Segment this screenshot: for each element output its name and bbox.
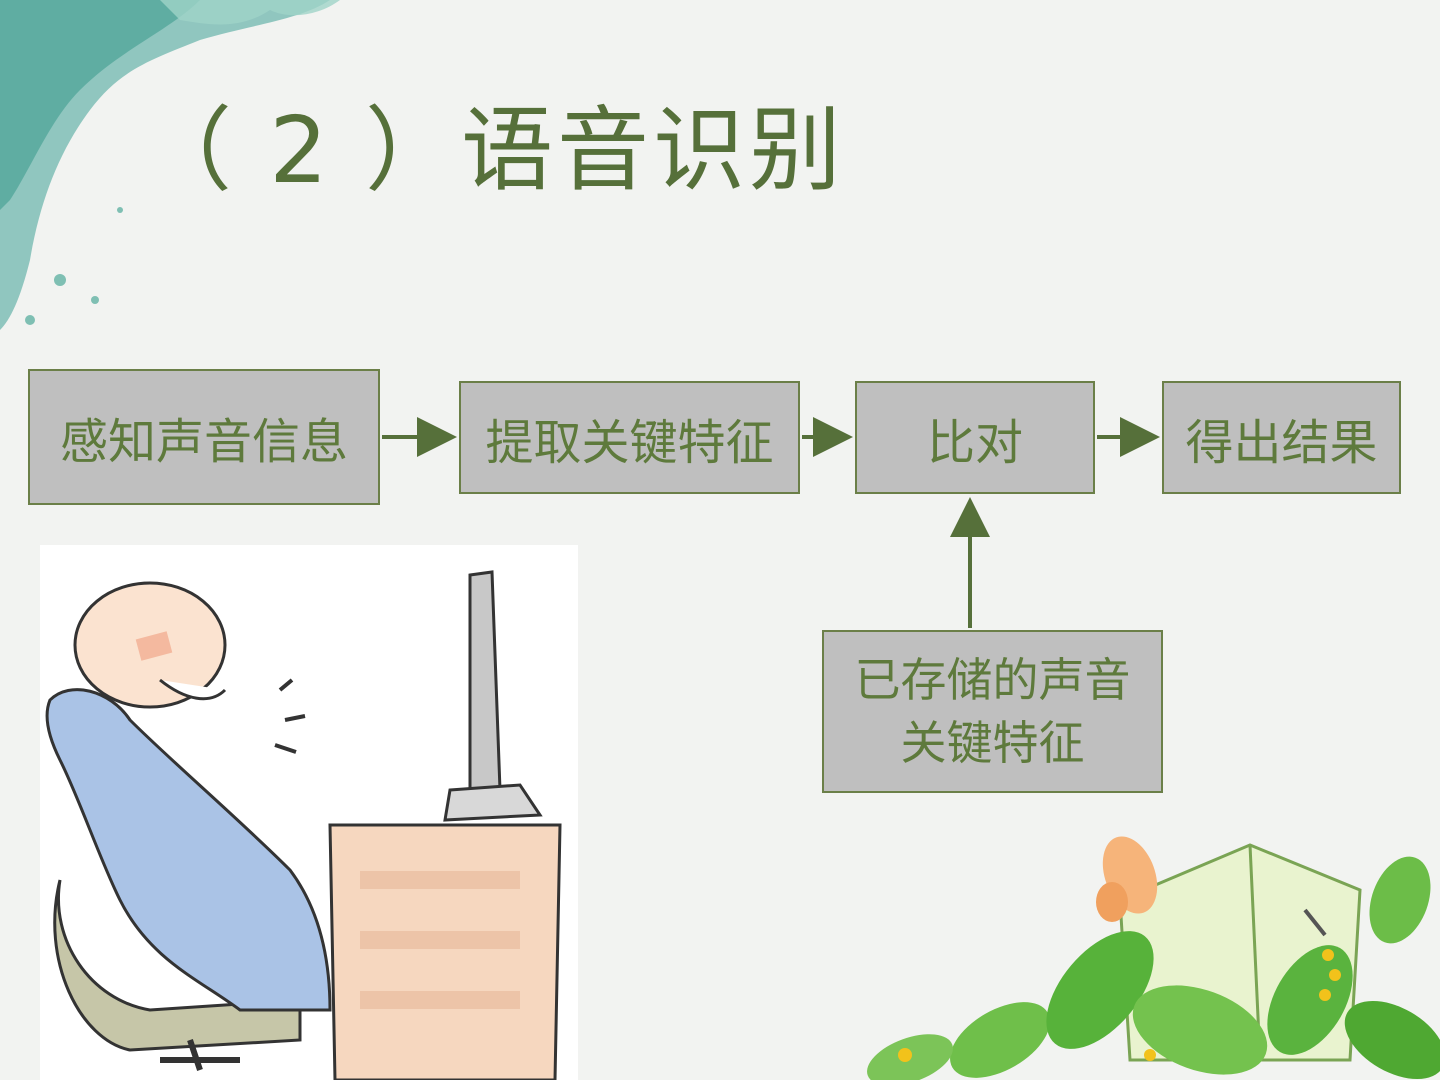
node-perceive-sound: 感知声音信息	[28, 369, 380, 505]
watercolor-splash-decoration	[0, 0, 340, 330]
page-title: （ 2 ）语音识别	[140, 97, 846, 204]
node-label-line1: 已存储的声音	[854, 653, 1131, 708]
node-stored-features: 已存储的声音 关键特征	[822, 630, 1163, 793]
node-label: 感知声音信息	[59, 414, 348, 470]
node-label: 提取关键特征	[485, 414, 774, 471]
book-leaves-decoration	[867, 836, 1440, 1080]
node-label: 得出结果	[1185, 414, 1378, 471]
node-compare: 比对	[855, 381, 1095, 494]
node-label: 比对	[926, 414, 1023, 471]
node-extract-features: 提取关键特征	[459, 381, 800, 494]
cartoon-man-illustration	[40, 545, 578, 1080]
node-label-line2: 关键特征	[900, 715, 1085, 770]
node-result: 得出结果	[1162, 381, 1401, 494]
